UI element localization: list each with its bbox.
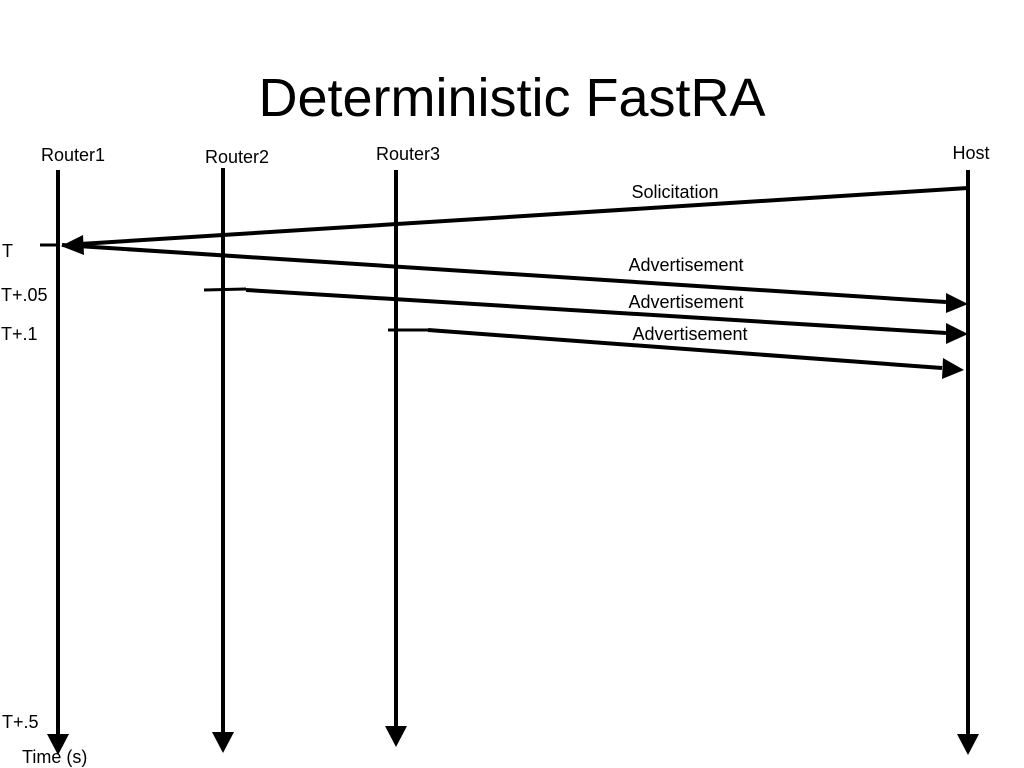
lifeline-label-host: Host: [952, 143, 989, 163]
advertisement-2-label: Advertisement: [628, 292, 743, 312]
time-label-t: T: [2, 241, 13, 261]
advertisement-1-arrowhead: [946, 293, 968, 313]
slide-title: Deterministic FastRA: [258, 68, 765, 128]
solicitation-arrow: [79, 186, 969, 246]
advertisement-3-arrowhead: [942, 358, 964, 379]
lifeline-router3-arrowhead: [385, 726, 407, 747]
advertisement-1-arrow: [61, 243, 947, 304]
lifeline-router2-arrowhead: [212, 732, 234, 753]
lifeline-host-arrowhead: [957, 734, 979, 755]
advertisement-3-label: Advertisement: [632, 324, 747, 344]
advertisement-1-label: Advertisement: [628, 255, 743, 275]
lifeline-label-router3: Router3: [376, 144, 440, 164]
lifeline-label-router2: Router2: [205, 147, 269, 167]
time-label-t-plus-05: T+.05: [1, 285, 48, 305]
advertisement-3-arrow: [427, 328, 943, 370]
advertisement-2-arrow: [245, 288, 947, 335]
tick-t-plus-05: [203, 287, 247, 292]
advertisement-2-arrowhead: [946, 323, 968, 344]
time-label-t-plus-5: T+.5: [2, 712, 39, 732]
solicitation-label: Solicitation: [631, 182, 718, 202]
time-axis-label: Time (s): [22, 747, 87, 767]
lifeline-router1-arrowhead: [47, 734, 69, 755]
time-label-t-plus-1: T+.1: [1, 324, 38, 344]
lifeline-label-router1: Router1: [41, 145, 105, 165]
